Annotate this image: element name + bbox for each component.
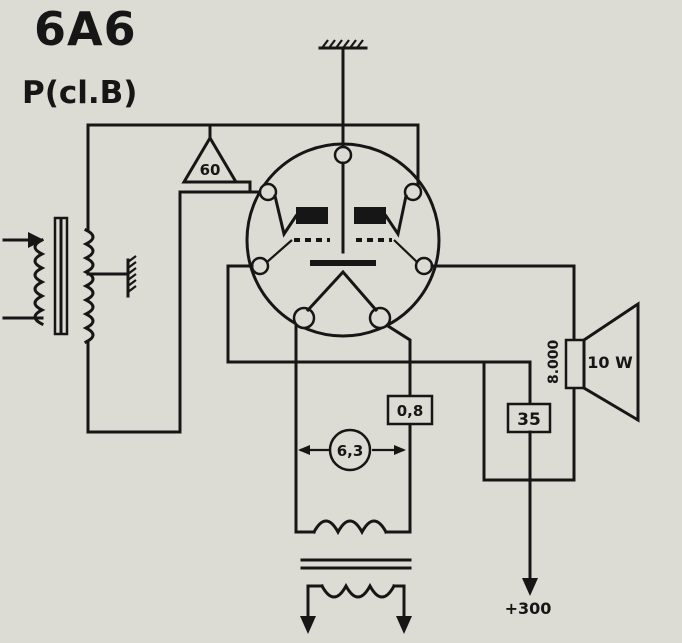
operation-class-subtitle: P(cl.B) — [22, 75, 138, 111]
plate-output-wire — [430, 264, 576, 344]
speaker-power-label: 10 W — [587, 353, 633, 372]
bias-resistor-60: 60 — [181, 123, 252, 194]
heater-voltage-label: 6,3 — [337, 442, 364, 460]
tube-6a6 — [245, 142, 441, 338]
top-ground-icon — [318, 39, 368, 152]
output-resistor-35: 35 +300 — [505, 382, 552, 618]
loudspeaker-icon: 10 W 8.000 — [546, 301, 640, 423]
output-resistor-label: 35 — [517, 410, 541, 430]
bias-resistor-label: 60 — [200, 161, 221, 179]
speaker-impedance-label: 8.000 — [546, 339, 562, 384]
top-bus-wire — [86, 123, 420, 232]
input-transformer — [2, 190, 270, 434]
tube-type-title: 6A6 — [34, 2, 137, 56]
heater-resistor-08: 0,8 — [386, 394, 434, 426]
heater-current-label: 0,8 — [397, 402, 424, 420]
supply-voltage-label: +300 — [505, 599, 552, 618]
heater-transformer — [294, 516, 412, 634]
heater-right-wire — [385, 323, 412, 520]
heater-voltage-dimension: 6,3 — [298, 428, 406, 472]
grid-return-wire — [226, 264, 532, 386]
